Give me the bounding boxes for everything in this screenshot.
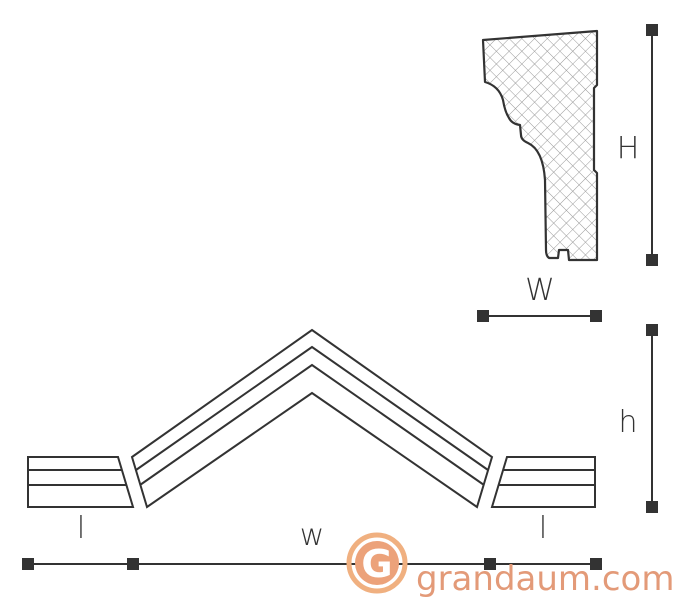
dimension-h xyxy=(646,324,658,513)
watermark-logo-letter: G xyxy=(361,542,392,586)
label-h: h xyxy=(618,405,637,440)
profile-section xyxy=(481,29,599,262)
dimension-bottom xyxy=(22,558,602,570)
chevron-piece xyxy=(130,328,494,509)
label-w: w xyxy=(300,518,325,553)
watermark-logo-ring xyxy=(346,532,408,594)
left-piece xyxy=(27,456,135,508)
watermark-logo xyxy=(355,541,399,585)
dimension-W xyxy=(477,310,602,322)
right-piece xyxy=(490,456,596,508)
dimension-H xyxy=(646,24,658,266)
watermark: G grandaum.com xyxy=(346,532,674,599)
label-l-right: l xyxy=(539,511,547,546)
watermark-text: grandaum.com xyxy=(416,559,674,599)
label-l-left: l xyxy=(77,511,85,546)
label-W: W xyxy=(525,273,555,308)
label-H: H xyxy=(617,131,640,166)
